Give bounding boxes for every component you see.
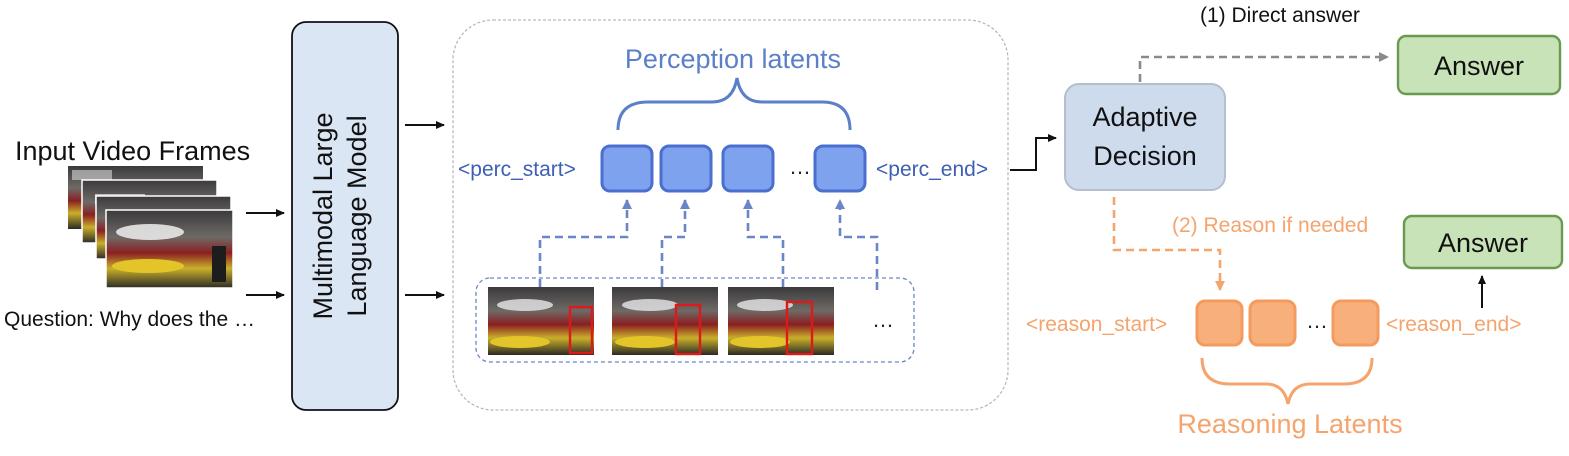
reasoning-latent-ellipsis: … [1306,308,1328,333]
perception-latent-token [600,144,654,193]
video-frame-with-box [728,287,834,356]
perception-latents-title: Perception latents [625,44,841,74]
frames-ellipsis: … [872,307,894,332]
decision-label-line2: Decision [1093,141,1197,171]
mllm-label-line2: Language Model [342,115,372,316]
reason-start-token: <reason_start> [1026,313,1167,336]
reason-path [1112,197,1225,291]
answer-box-bottom [1402,214,1564,270]
input-video-frames-stack [68,166,234,289]
video-frame-with-box [488,287,594,355]
reason-if-needed-label: (2) Reason if needed [1172,214,1368,237]
perception-brace [616,77,852,131]
answer-bottom-label: Answer [1438,228,1528,258]
perc-end-token: <perc_end> [876,158,988,181]
reasoning-latent-token [1248,299,1297,347]
input-frames-label: Input Video Frames [15,136,250,166]
frame-to-latent-connectors [538,199,879,290]
answer-box-top [1396,34,1562,96]
reasoning-latents-title: Reasoning Latents [1177,409,1402,439]
reasoning-latent-token [1195,299,1244,347]
reason-end-token: <reason_end> [1386,313,1521,336]
perception-latent-token [721,144,775,193]
direct-answer-path [1138,52,1389,82]
decision-label-line1: Adaptive [1092,102,1197,132]
perception-latent-ellipsis: … [789,154,811,179]
mllm-label-line1: Multimodal Large [308,112,338,319]
question-text: Question: Why does the … [4,308,255,331]
adaptive-decision-box [1064,83,1226,191]
arrow-perc-to-decision [1010,134,1057,171]
reasoning-brace [1200,357,1374,405]
frames-strip-container [475,277,915,363]
video-frame-thumbnail [105,209,234,289]
perception-latent-token [813,144,867,193]
video-frame-with-box [612,287,718,356]
direct-answer-label: (1) Direct answer [1200,4,1360,27]
perc-start-token: <perc_start> [458,158,576,181]
perception-latent-token [659,144,713,193]
answer-top-label: Answer [1434,51,1524,81]
reasoning-latent-token [1331,299,1380,347]
mllm-box [291,21,399,411]
